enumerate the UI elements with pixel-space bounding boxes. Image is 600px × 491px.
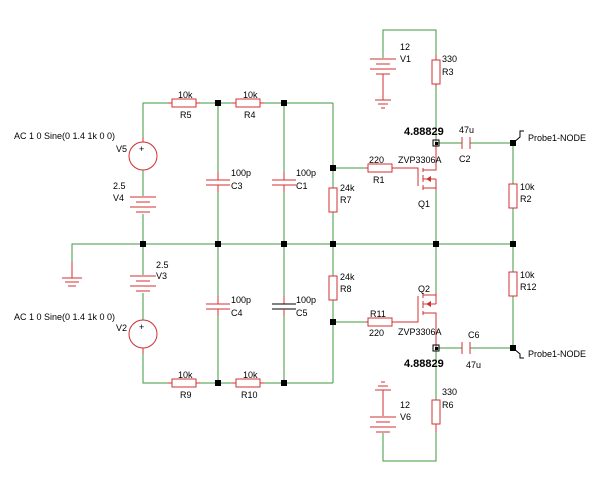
node-voltage-top: 4.88829 — [404, 126, 444, 138]
resistor-r4-value: 10k — [243, 90, 258, 100]
source-v5-name: V5 — [116, 144, 127, 154]
resistor-r12-name: R12 — [520, 282, 537, 292]
resistor-r5-name: R5 — [180, 110, 192, 120]
capacitor-c3[interactable] — [206, 172, 230, 192]
ground-symbol — [62, 262, 82, 287]
resistor-r3[interactable] — [431, 55, 441, 87]
capacitor-c2[interactable] — [461, 137, 471, 149]
resistor-r10-name: R10 — [241, 390, 258, 400]
resistor-r11-name: R11 — [370, 309, 386, 319]
resistor-r5[interactable] — [168, 98, 200, 108]
resistor-r1-value: 220 — [369, 155, 384, 165]
probe-top[interactable] — [512, 130, 524, 144]
resistor-r7-value: 24k — [340, 183, 355, 193]
capacitor-c6-name: C6 — [468, 330, 480, 340]
source-v5-params: AC 1 0 Sine(0 1.4 1k 0 0) — [14, 131, 115, 141]
capacitor-c2-value: 47u — [459, 125, 474, 135]
resistor-r8-name: R8 — [340, 284, 352, 294]
resistor-r9-name: R9 — [180, 390, 192, 400]
resistor-r8[interactable] — [328, 275, 338, 301]
resistor-r10[interactable] — [232, 378, 264, 388]
capacitor-c4[interactable] — [206, 296, 230, 316]
mosfet-q2[interactable] — [417, 293, 437, 348]
resistor-r10-value: 10k — [243, 370, 258, 380]
mosfet-q1-model: ZVP3306A — [398, 155, 442, 165]
mosfet-q2-model: ZVP3306A — [398, 327, 442, 337]
battery-v4-name: V4 — [113, 193, 124, 203]
resistor-r9[interactable] — [168, 378, 200, 388]
resistor-r1-name: R1 — [373, 175, 385, 185]
resistor-r2-value: 10k — [520, 182, 535, 192]
battery-v1-value: 12 — [400, 42, 410, 52]
capacitor-c6-value: 47u — [466, 360, 481, 370]
capacitor-c5-name: C5 — [296, 308, 308, 318]
resistor-r6-name: R6 — [442, 400, 454, 410]
capacitor-c2-name: C2 — [459, 154, 471, 164]
battery-v3-value: 2.5 — [156, 260, 169, 270]
capacitor-c3-name: C3 — [231, 181, 243, 191]
battery-v3[interactable] — [130, 275, 156, 292]
resistor-r7-name: R7 — [340, 195, 352, 205]
svg-text:+: + — [139, 144, 144, 154]
resistor-r3-name: R3 — [442, 67, 454, 77]
battery-v3-name: V3 — [156, 271, 167, 281]
resistor-r2[interactable] — [508, 183, 518, 209]
capacitor-c4-value: 100p — [231, 295, 251, 305]
resistor-r6-value: 330 — [442, 387, 457, 397]
capacitor-c1[interactable] — [272, 172, 296, 192]
resistor-r8-value: 24k — [340, 272, 355, 282]
source-v2-name: V2 — [116, 323, 127, 333]
battery-v6-value: 12 — [400, 400, 410, 410]
probe-bottom[interactable] — [512, 347, 524, 359]
battery-v1[interactable] — [370, 58, 396, 109]
mosfet-q1-name: Q1 — [418, 199, 430, 209]
node-marker-bottom — [432, 344, 440, 352]
resistor-r4[interactable] — [232, 98, 264, 108]
resistor-r4-name: R4 — [244, 110, 256, 120]
resistor-r6[interactable] — [431, 399, 441, 432]
node-marker-top — [432, 139, 440, 147]
resistor-r5-value: 10k — [178, 90, 193, 100]
resistor-r2-name: R2 — [520, 194, 532, 204]
node-voltage-bottom: 4.88829 — [404, 358, 444, 370]
resistor-r3-value: 330 — [442, 54, 457, 64]
capacitor-c3-value: 100p — [231, 168, 251, 178]
mosfet-q2-name: Q2 — [418, 284, 430, 294]
battery-v6[interactable] — [370, 381, 396, 433]
wires — [71, 29, 514, 462]
resistor-r7[interactable] — [328, 187, 338, 213]
capacitor-c1-name: C1 — [296, 181, 308, 191]
capacitor-c4-name: C4 — [231, 308, 243, 318]
capacitor-c5[interactable] — [272, 296, 296, 316]
resistor-r9-value: 10k — [178, 370, 193, 380]
capacitor-c1-value: 100p — [296, 168, 316, 178]
source-v2[interactable]: + — [128, 319, 158, 354]
capacitor-c5-value: 100p — [296, 295, 316, 305]
source-v5[interactable]: + — [128, 137, 158, 171]
capacitor-c6[interactable] — [461, 342, 471, 354]
source-v2-params: AC 1 0 Sine(0 1.4 1k 0 0) — [14, 312, 115, 322]
svg-text:+: + — [139, 322, 144, 332]
resistor-r11-value: 220 — [369, 328, 384, 338]
battery-v6-name: V6 — [400, 412, 411, 422]
battery-v4-value: 2.5 — [113, 181, 126, 191]
resistor-r12[interactable] — [508, 271, 518, 297]
junction-dots — [140, 100, 516, 386]
probe-top-label: Probe1-NODE — [528, 133, 586, 143]
mosfet-q1[interactable] — [417, 143, 437, 190]
probe-bottom-label: Probe1-NODE — [528, 349, 586, 359]
resistor-r12-value: 10k — [520, 270, 535, 280]
battery-v1-name: V1 — [400, 54, 411, 64]
battery-v4[interactable] — [130, 196, 156, 213]
